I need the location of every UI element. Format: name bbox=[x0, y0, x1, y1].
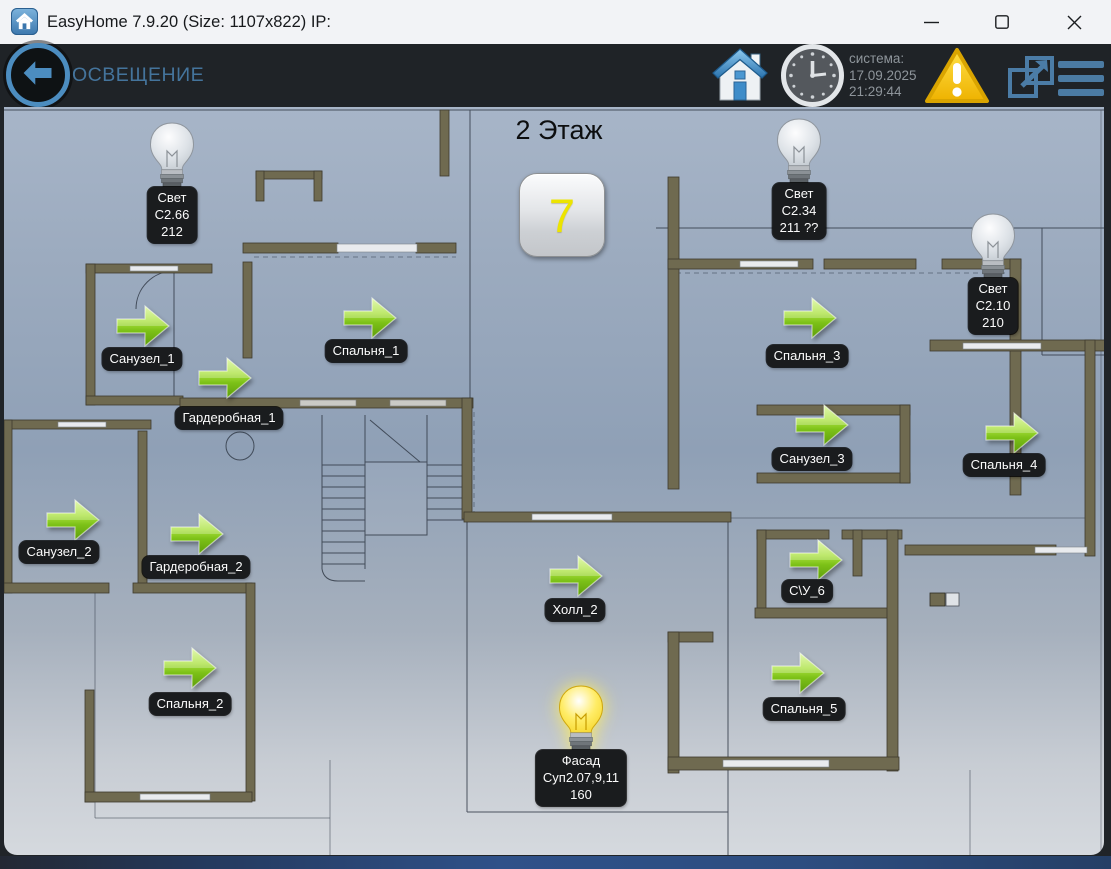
zone-label: Санузел_1 bbox=[102, 348, 182, 370]
zone-label: Санузел_2 bbox=[19, 541, 99, 563]
close-button[interactable] bbox=[1051, 0, 1097, 44]
light-zone-control[interactable]: Спальня_5 bbox=[763, 650, 845, 720]
zone-label: Спальня_3 bbox=[766, 345, 848, 367]
home-button[interactable] bbox=[712, 47, 768, 109]
light-zone-control[interactable]: С\У_6 bbox=[782, 537, 844, 602]
green-arrow-icon[interactable] bbox=[548, 553, 604, 599]
zone-label: Спальня_2 bbox=[149, 693, 231, 715]
zone-label: Спальня_4 bbox=[963, 454, 1045, 476]
zone-label: Спальня_5 bbox=[763, 698, 845, 720]
warning-icon bbox=[925, 48, 989, 103]
system-datetime: система: 17.09.2025 21:29:44 bbox=[849, 51, 917, 101]
bottom-edge-strip bbox=[0, 856, 1111, 869]
minimize-button[interactable] bbox=[908, 0, 954, 44]
green-arrow-icon[interactable] bbox=[115, 303, 171, 349]
green-arrow-icon[interactable] bbox=[984, 410, 1040, 456]
light-zone-control[interactable]: Санузел_2 bbox=[19, 497, 101, 563]
zone-label: Санузел_3 bbox=[772, 448, 852, 470]
zone-label: Холл_2 bbox=[545, 599, 605, 621]
zone-label: Гардеробная_1 bbox=[175, 407, 283, 429]
maximize-button[interactable] bbox=[979, 0, 1025, 44]
back-button[interactable] bbox=[6, 43, 70, 107]
bulb-icon bbox=[970, 213, 1016, 282]
system-label: система: bbox=[849, 51, 905, 66]
expand-button[interactable] bbox=[1007, 55, 1055, 104]
zone-label: Гардеробная_2 bbox=[142, 556, 250, 578]
green-arrow-icon[interactable] bbox=[197, 355, 253, 401]
bulb-icon bbox=[776, 118, 822, 187]
back-arrow-icon bbox=[20, 55, 56, 96]
green-arrow-icon[interactable] bbox=[788, 537, 844, 583]
green-arrow-icon[interactable] bbox=[45, 497, 101, 543]
bulb-icon bbox=[149, 122, 195, 191]
scene-7-button[interactable]: 7 bbox=[519, 173, 605, 257]
bulb-icon bbox=[558, 685, 604, 754]
light-zone-control[interactable]: Гардеробная_2 bbox=[142, 511, 250, 578]
light-zone-control[interactable]: Спальня_1 bbox=[325, 295, 407, 362]
titlebar: EasyHome 7.9.20 (Size: 1107x822) IP: bbox=[0, 0, 1111, 44]
green-arrow-icon[interactable] bbox=[162, 645, 218, 691]
system-date: 17.09.2025 bbox=[849, 67, 917, 83]
light-zone-control[interactable]: Холл_2 bbox=[545, 553, 605, 621]
zone-label: Спальня_1 bbox=[325, 340, 407, 362]
green-arrow-icon[interactable] bbox=[342, 295, 398, 341]
home-icon bbox=[712, 48, 768, 101]
floor-title: 2 Этаж bbox=[515, 115, 603, 145]
window-title: EasyHome 7.9.20 (Size: 1107x822) IP: bbox=[47, 12, 332, 31]
zone-label: С\У_6 bbox=[782, 580, 832, 602]
expand-icon bbox=[1008, 56, 1054, 98]
menu-button[interactable] bbox=[1058, 61, 1104, 102]
floor-plan-drawing bbox=[4, 109, 1104, 855]
green-arrow-icon[interactable] bbox=[770, 650, 826, 696]
page-title: ОСВЕЩЕНИЕ bbox=[72, 64, 205, 86]
light-zone-control[interactable]: Спальня_2 bbox=[149, 645, 231, 715]
app-logo-icon bbox=[11, 8, 38, 35]
light-zone-control[interactable]: Спальня_4 bbox=[963, 410, 1045, 476]
light-zone-control[interactable]: Спальня_3 bbox=[766, 295, 848, 367]
clock-icon bbox=[781, 44, 844, 107]
light-zone-control[interactable]: Санузел_3 bbox=[772, 402, 852, 470]
green-arrow-icon[interactable] bbox=[794, 402, 850, 448]
clock-button[interactable] bbox=[781, 44, 844, 112]
green-arrow-icon[interactable] bbox=[782, 295, 838, 341]
light-zone-control[interactable]: Санузел_1 bbox=[102, 303, 182, 370]
system-time: 21:29:44 bbox=[849, 84, 902, 99]
green-arrow-icon[interactable] bbox=[169, 511, 225, 557]
warning-button[interactable] bbox=[924, 47, 990, 110]
light-zone-control[interactable]: Гардеробная_1 bbox=[175, 355, 283, 429]
hamburger-menu-icon bbox=[1058, 61, 1104, 96]
app-header: ОСВЕЩЕНИЕ bbox=[0, 43, 1111, 110]
